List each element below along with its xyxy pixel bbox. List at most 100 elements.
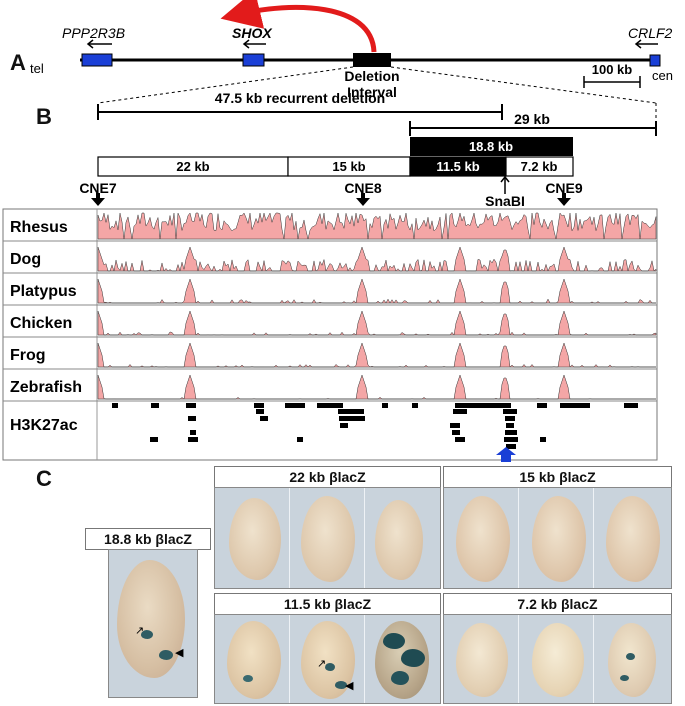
h3k27ac-peak xyxy=(186,403,196,408)
zoom-line-left xyxy=(97,66,354,104)
gene-ppp2r3b-label: PPP2R3B xyxy=(62,25,125,41)
tel-label: tel xyxy=(30,61,44,76)
deletion-interval-box xyxy=(353,53,391,67)
embryo xyxy=(117,560,185,678)
h3k27ac-peak xyxy=(624,403,638,408)
h3k27ac-peak xyxy=(504,437,518,442)
gene-crlf2-box xyxy=(649,54,661,67)
cne8-label: CNE8 xyxy=(344,180,382,196)
segment-15kb-label: 15 kb xyxy=(332,159,365,174)
segment-22kb-label: 22 kb xyxy=(176,159,209,174)
panel-b-label: B xyxy=(36,104,52,129)
gene-shox-box xyxy=(242,53,265,67)
h3k27ac-peak xyxy=(506,444,516,449)
gene-shox-label: SHOX xyxy=(232,25,273,41)
embryo xyxy=(532,623,584,697)
h3k27ac-peaks xyxy=(112,403,638,449)
ppp2r3b-direction-arrow xyxy=(86,39,112,49)
shox-direction-arrow xyxy=(242,39,266,49)
shox-regulation-arrow xyxy=(220,0,377,53)
embryo xyxy=(375,500,423,580)
stain-arrow-icon: ↗ xyxy=(135,625,145,637)
segment-7-2kb-label: 7.2 kb xyxy=(521,159,558,174)
cne7-label: CNE7 xyxy=(79,180,117,196)
h3k27ac-peak xyxy=(560,403,590,408)
lacz-stain xyxy=(335,681,347,689)
h3k27ac-peak xyxy=(450,423,460,428)
cne7-arrow xyxy=(91,193,105,206)
conservation-profile xyxy=(97,212,657,240)
h3k27ac-peak xyxy=(150,437,158,442)
embryo xyxy=(227,621,281,699)
stain-arrow-icon: ↗ xyxy=(317,658,327,670)
embryo xyxy=(229,498,281,580)
h3k27ac-peak xyxy=(540,437,546,442)
h3k27ac-peak xyxy=(151,403,159,408)
lacz-stain xyxy=(626,653,635,660)
title-22kb-lacz: 22 kb βlacZ xyxy=(214,466,441,488)
title-7-2kb-lacz: 7.2 kb βlacZ xyxy=(443,593,672,615)
h3k27ac-peak xyxy=(412,403,418,408)
h3k27ac-peak xyxy=(506,423,514,428)
title-11-5kb-lacz: 11.5 kb βlacZ xyxy=(214,593,441,615)
h3k27ac-peak xyxy=(260,416,268,421)
image-18-8kb-lacz: ↗ ◀ xyxy=(108,549,198,698)
track-label-zebrafish: Zebrafish xyxy=(10,379,82,396)
span-18-8kb-label: 18.8 kb xyxy=(469,139,513,154)
span-29kb-label: 29 kb xyxy=(514,111,550,127)
snabi-label: SnaBI xyxy=(485,193,525,209)
segment-11-5kb-label: 11.5 kb xyxy=(436,159,479,174)
h3k27ac-peak xyxy=(505,430,517,435)
h3k27ac-peak xyxy=(339,416,365,421)
lacz-stain xyxy=(383,633,405,649)
embryo xyxy=(606,496,660,582)
cne8-arrow xyxy=(356,193,370,206)
crlf2-direction-arrow xyxy=(634,39,658,49)
stain-arrowhead-icon: ◀ xyxy=(175,647,184,659)
lacz-stain xyxy=(401,649,425,667)
lacz-stain xyxy=(243,675,253,682)
zoom-line-right xyxy=(390,66,657,104)
h3k27ac-peak xyxy=(188,416,196,421)
gene-ppp2r3b-box xyxy=(81,53,113,67)
cne9-label: CNE9 xyxy=(545,180,583,196)
track-label-h3k27ac: H3K27ac xyxy=(10,417,78,434)
title-18-8kb-lacz: 18.8 kb βlacZ xyxy=(85,528,211,550)
track-label-chicken: Chicken xyxy=(10,315,72,332)
conservation-profile xyxy=(97,374,656,400)
span-29kb xyxy=(409,121,657,136)
cne9-arrow xyxy=(557,193,571,206)
embryo xyxy=(456,623,508,697)
track-label-rhesus: Rhesus xyxy=(10,219,68,236)
h3k27ac-peak xyxy=(112,403,118,408)
h3k27ac-peak xyxy=(338,409,364,414)
h3k27ac-peak xyxy=(455,437,465,442)
lacz-stain xyxy=(620,675,629,681)
cen-label: cen xyxy=(652,68,673,83)
lacz-stain xyxy=(391,671,409,685)
deletion-label-line2: Interval xyxy=(347,84,397,100)
conservation-profile xyxy=(97,310,657,336)
image-11-5kb-lacz: ↗ ◀ xyxy=(214,614,441,704)
h3k27ac-peak xyxy=(256,409,264,414)
snabi-arrow xyxy=(500,175,510,194)
scale-bar xyxy=(583,76,641,88)
track-label-dog: Dog xyxy=(10,251,41,268)
scale-bar-label: 100 kb xyxy=(592,62,633,77)
blue-marker-arrow xyxy=(496,447,516,462)
conservation-profile xyxy=(97,278,656,304)
recurrent-deletion-label: 47.5 kb recurrent deletion xyxy=(215,90,385,106)
span-18-8kb-bar xyxy=(410,137,573,156)
title-15kb-lacz: 15 kb βlacZ xyxy=(443,466,672,488)
h3k27ac-peak xyxy=(537,403,547,408)
panel-a-label: A xyxy=(10,50,26,75)
conservation-tracks xyxy=(3,212,657,402)
h3k27ac-peak xyxy=(188,437,198,442)
h3k27ac-peak xyxy=(317,403,343,408)
lacz-stain xyxy=(325,663,335,671)
h3k27ac-peak xyxy=(453,409,467,414)
h3k27ac-peak xyxy=(503,409,517,414)
image-7-2kb-lacz xyxy=(443,614,672,704)
